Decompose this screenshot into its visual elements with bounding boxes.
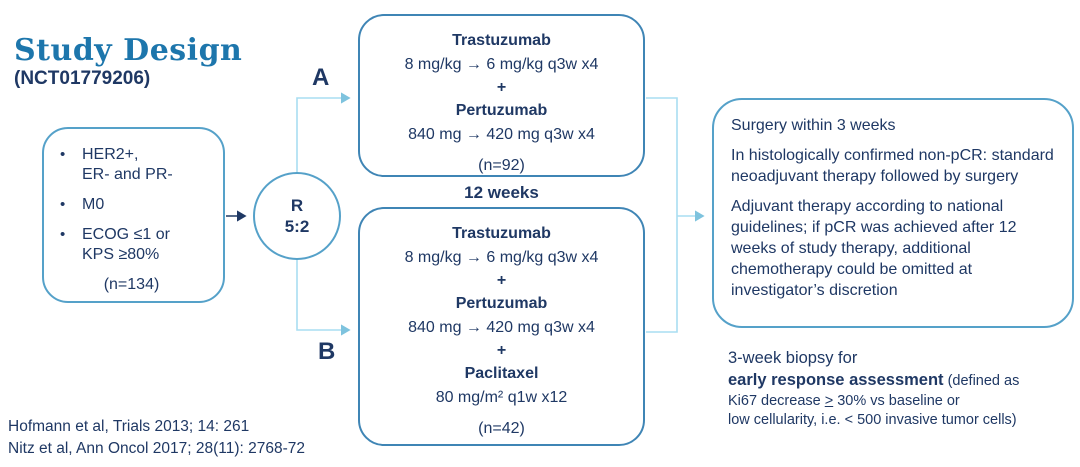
arm-b-label: B <box>318 338 336 365</box>
biopsy-ki67-line: Ki67 decrease > 30% vs baseline or <box>728 392 1080 411</box>
drug-dose: 8 mg/kg → 6 mg/kg q3w x4 <box>404 56 599 73</box>
drug-name: Paclitaxel <box>464 365 539 382</box>
biopsy-cellularity-line: low cellularity, i.e. < 500 invasive tum… <box>728 412 1017 428</box>
drug-dose: 840 mg → 420 mg q3w x4 <box>408 319 595 336</box>
citations: Hofmann et al, Trials 2013; 14: 261 Nitz… <box>8 416 305 460</box>
outcome-paragraph-non-pcr: In histologically confirmed non-pCR: sta… <box>731 147 1054 185</box>
arm-b-box: Trastuzumab 8 mg/kg → 6 mg/kg q3w x4 + P… <box>358 207 645 446</box>
outcome-paragraph-surgery: Surgery within 3 weeks <box>731 117 896 134</box>
randomization-circle: R 5:2 <box>253 172 341 260</box>
greater-equal-symbol: > <box>824 393 834 409</box>
eligibility-box: HER2+, ER- and PR- M0 ECOG ≤1 or KPS ≥80… <box>42 127 225 303</box>
plus-sign: + <box>496 79 507 96</box>
randomization-letter: R <box>290 196 304 215</box>
drug-name: Pertuzumab <box>455 102 548 119</box>
citation-hofmann: Hofmann et al, Trials 2013; 14: 261 <box>8 418 250 435</box>
eligibility-bullet-m0: M0 <box>60 195 213 215</box>
biopsy-ki67-post: 30% vs baseline or <box>833 393 960 409</box>
citation-nitz: Nitz et al, Ann Oncol 2017; 28(11): 2768… <box>8 440 305 457</box>
page-title: Study Design <box>14 33 243 68</box>
bullet-icon <box>60 145 82 185</box>
arm-a-n-count: (n=92) <box>478 157 525 174</box>
arrow-randomization-to-arm-a <box>296 92 351 172</box>
eligibility-n-count: (n=134) <box>103 276 160 293</box>
bullet-icon <box>60 225 82 265</box>
biopsy-bold-text: early response assessment <box>728 371 944 389</box>
drug-name: Pertuzumab <box>455 295 548 312</box>
biopsy-defined-as: (defined as <box>943 373 1020 389</box>
eligibility-bullet-label: ECOG ≤1 or KPS ≥80% <box>82 226 170 263</box>
nct-identifier: (NCT01779206) <box>14 68 151 89</box>
eligibility-bullet-label: M0 <box>82 196 105 213</box>
arm-a-label: A <box>312 64 330 91</box>
biopsy-line2: early response assessment (defined as <box>728 369 1080 392</box>
arm-a-box: Trastuzumab 8 mg/kg → 6 mg/kg q3w x4 + P… <box>358 14 645 177</box>
bullet-icon <box>60 195 82 215</box>
biopsy-line1: 3-week biopsy for <box>728 349 858 367</box>
outcome-box: Surgery within 3 weeks In histologically… <box>712 98 1074 328</box>
title-block: Study Design (NCT01779206) <box>14 34 242 90</box>
drug-dose: 8 mg/kg → 6 mg/kg q3w x4 <box>404 249 599 266</box>
eligibility-bullet-ecog: ECOG ≤1 or KPS ≥80% <box>60 225 213 265</box>
drug-name: Trastuzumab <box>452 32 551 49</box>
outcome-paragraph-adjuvant: Adjuvant therapy according to national g… <box>731 198 1017 299</box>
biopsy-note: 3-week biopsy for early response assessm… <box>728 347 1080 430</box>
arm-b-n-count: (n=42) <box>478 420 525 437</box>
randomization-ratio: 5:2 <box>284 217 310 236</box>
arrow-randomization-to-arm-b <box>296 260 351 336</box>
eligibility-bullet-her2: HER2+, ER- and PR- <box>60 145 213 185</box>
arms-join-bracket <box>646 97 678 333</box>
drug-dose: 840 mg → 420 mg q3w x4 <box>408 126 595 143</box>
drug-dose: 80 mg/m² q1w x12 <box>435 389 568 406</box>
eligibility-bullet-label: HER2+, ER- and PR- <box>82 146 173 183</box>
duration-label: 12 weeks <box>464 183 539 202</box>
biopsy-ki67-pre: Ki67 decrease <box>728 393 825 409</box>
plus-sign: + <box>496 342 507 359</box>
plus-sign: + <box>496 272 507 289</box>
drug-name: Trastuzumab <box>452 225 551 242</box>
